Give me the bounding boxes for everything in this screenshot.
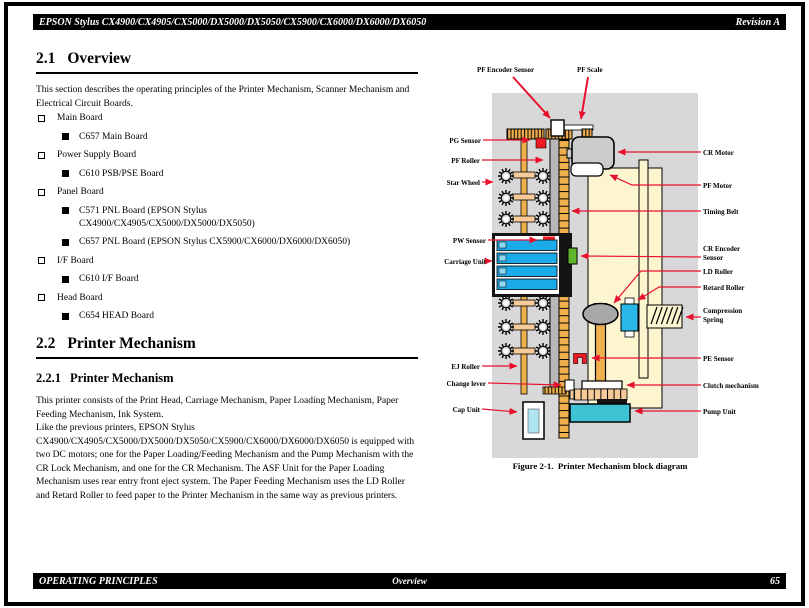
pf-motor-shape bbox=[570, 162, 604, 177]
change-lever-shape bbox=[542, 386, 567, 395]
filled-square-bullet-icon bbox=[62, 275, 69, 283]
pump-unit-shape bbox=[569, 403, 631, 423]
list-subitem: C657 PNL Board (EPSON Stylus CX5900/CX60… bbox=[36, 236, 418, 249]
label-cap-unit: Cap Unit bbox=[453, 406, 481, 414]
change-lever-block bbox=[564, 379, 575, 392]
label-pump-unit: Pump Unit bbox=[703, 408, 737, 416]
list-item: Head Board bbox=[36, 292, 418, 305]
leader-arrows bbox=[481, 76, 702, 415]
ld-roller-shape bbox=[582, 302, 619, 326]
clutch-gear-row bbox=[573, 388, 628, 401]
header-title: EPSON Stylus CX4900/CX4905/CX5000/DX5000… bbox=[39, 16, 427, 28]
pf-encoder-sensor-shape bbox=[550, 119, 565, 137]
paragraph: This printer consists of the Print Head,… bbox=[36, 396, 399, 420]
pf-encoder-assembly bbox=[506, 119, 594, 144]
figure-caption: Figure 2-1. Printer Mechanism block diag… bbox=[512, 461, 688, 471]
section-2-2-1-heading: 2.2.1 Printer Mechanism bbox=[36, 371, 418, 386]
label-pf-encoder-sensor: PF Encoder Sensor bbox=[477, 66, 534, 74]
label-pf-scale: PF Scale bbox=[577, 66, 603, 74]
retard-roller-shape bbox=[620, 297, 639, 338]
filled-square-bullet-icon bbox=[62, 133, 69, 140]
list-subitem: C610 I/F Board bbox=[36, 273, 418, 286]
label-ld-roller: LD Roller bbox=[703, 268, 733, 276]
label-pe-sensor: PE Sensor bbox=[703, 355, 734, 363]
pg-sensor-shape bbox=[535, 137, 547, 149]
section-2-1-title: Overview bbox=[67, 50, 132, 67]
section-2-2-title: Printer Mechanism bbox=[67, 335, 196, 352]
list-subitem: C571 PNL Board (EPSON Stylus CX4900/CX49… bbox=[36, 205, 418, 231]
open-square-bullet-icon bbox=[38, 257, 45, 264]
section-2-2-number: 2.2 bbox=[36, 335, 56, 352]
open-square-bullet-icon bbox=[38, 114, 45, 122]
list-item: Power Supply Board bbox=[36, 149, 418, 162]
open-square-bullet-icon bbox=[38, 294, 45, 301]
label-cr-motor: CR Motor bbox=[703, 149, 734, 157]
list-subitem: C657 Main Board bbox=[36, 131, 418, 144]
label-pw-sensor: PW Sensor bbox=[453, 237, 486, 245]
section-2-1-intro: This section describes the operating pri… bbox=[36, 85, 410, 109]
paragraph: Like the previous printers, EPSON Stylus… bbox=[36, 423, 415, 501]
filled-square-bullet-icon bbox=[62, 238, 69, 246]
boards-list: Main Board C657 Main Board Power Supply … bbox=[36, 112, 418, 329]
cap-unit-shape bbox=[522, 401, 545, 440]
footer-left: OPERATING PRINCIPLES bbox=[39, 575, 158, 587]
label-cr-encoder-sensor-2: Sensor bbox=[703, 254, 723, 262]
section-2-2-heading: 2.2 Printer Mechanism bbox=[36, 335, 418, 359]
label-cr-encoder-sensor-1: CR Encoder bbox=[703, 245, 740, 253]
label-timing-belt: Timing Belt bbox=[703, 208, 739, 216]
pe-sensor-shape bbox=[573, 353, 587, 364]
filled-square-bullet-icon bbox=[62, 207, 69, 214]
section-2-2-1-number: 2.2.1 bbox=[36, 371, 61, 385]
open-square-bullet-icon bbox=[38, 188, 45, 196]
footer-page-number: 65 bbox=[770, 575, 780, 587]
label-compression-spring-2: Spring bbox=[703, 316, 724, 324]
list-item: I/F Board bbox=[36, 255, 418, 268]
pw-sensor-shape bbox=[543, 236, 555, 240]
label-retard-roller: Retard Roller bbox=[703, 284, 744, 292]
pump-mount-bar bbox=[597, 399, 627, 404]
clutch-mechanism-shape bbox=[581, 380, 623, 390]
list-subitem: C610 PSB/PSE Board bbox=[36, 168, 418, 181]
label-pg-sensor: PG Sensor bbox=[449, 137, 481, 145]
cr-encoder-sensor-shape bbox=[567, 247, 578, 265]
section-2-2-1-title: Printer Mechanism bbox=[70, 371, 174, 385]
carriage-unit-shape bbox=[492, 233, 572, 297]
label-change-lever: Change lever bbox=[447, 380, 486, 388]
label-pf-motor: PF Motor bbox=[703, 182, 732, 190]
footer-center: Overview bbox=[392, 576, 427, 586]
printer-mechanism-diagram: PF Encoder Sensor PF Scale PG Sensor PF … bbox=[444, 66, 759, 458]
page-border bbox=[4, 2, 805, 606]
label-compression-spring-1: Compression bbox=[703, 307, 742, 315]
filled-square-bullet-icon bbox=[62, 170, 69, 177]
compression-spring-shape bbox=[646, 304, 684, 329]
ld-roller-shaft bbox=[594, 321, 607, 382]
label-ej-roller: EJ Roller bbox=[451, 363, 480, 371]
filled-square-bullet-icon bbox=[62, 312, 69, 320]
label-pf-roller: PF Roller bbox=[451, 157, 480, 165]
section-2-1-number: 2.1 bbox=[36, 50, 56, 67]
list-item: Panel Board bbox=[36, 186, 418, 199]
list-subitem: C654 HEAD Board bbox=[36, 310, 418, 323]
header-bar: EPSON Stylus CX4900/CX4905/CX5000/DX5000… bbox=[33, 14, 786, 30]
label-clutch-mechanism: Clutch mechanism bbox=[703, 382, 759, 390]
section-2-2-1-text: This printer consists of the Print Head,… bbox=[36, 395, 418, 503]
header-revision: Revision A bbox=[735, 16, 780, 28]
list-item: Main Board bbox=[36, 112, 418, 125]
open-square-bullet-icon bbox=[38, 151, 45, 159]
footer-bar: OPERATING PRINCIPLES Overview 65 bbox=[33, 573, 786, 589]
frame-pillar bbox=[638, 159, 649, 379]
label-star-wheel: Star Wheel bbox=[447, 179, 480, 187]
label-carriage-unit: Carriage Unit bbox=[444, 258, 486, 266]
section-2-1-heading: 2.1 Overview bbox=[36, 50, 418, 74]
